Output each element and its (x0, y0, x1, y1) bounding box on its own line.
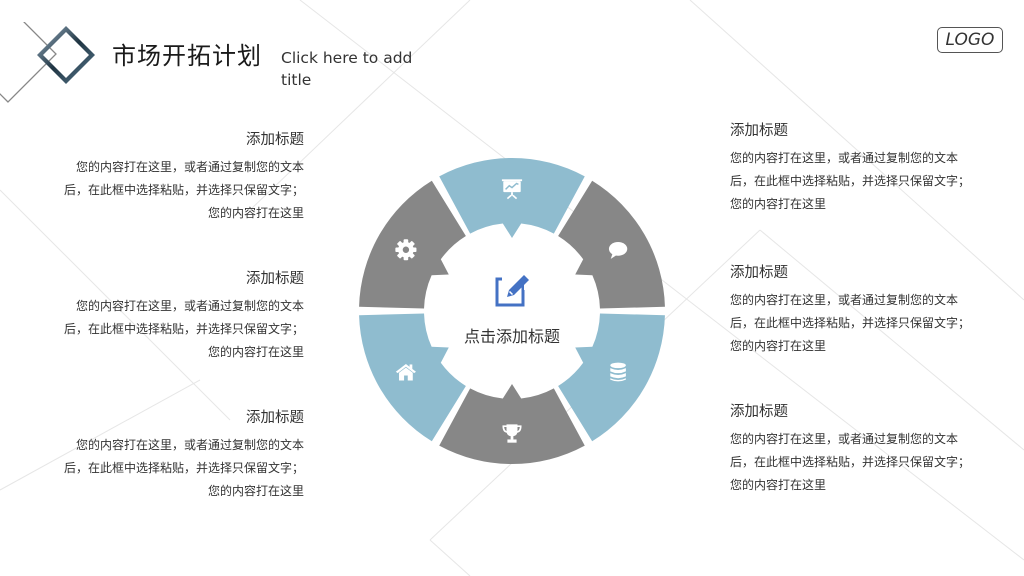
block-title[interactable]: 添加标题 (730, 123, 788, 139)
block-body[interactable]: 您的内容打在这里，或者通过复制您的文本后，在此框中选择粘贴，并选择只保留文字；您… (730, 293, 971, 353)
page-title: 市场开拓计划 (112, 42, 262, 70)
right-text-block-3: 添加标题 您的内容打在这里，或者通过复制您的文本后，在此框中选择粘贴，并选择只保… (730, 400, 970, 497)
block-title[interactable]: 添加标题 (730, 404, 788, 420)
logo: LOGO (937, 27, 1003, 53)
left-text-block-2: 添加标题 您的内容打在这里，或者通过复制您的文本后，在此框中选择粘贴，并选择只保… (64, 267, 304, 364)
wheel-segment-3[interactable] (558, 313, 665, 442)
right-text-block-2: 添加标题 您的内容打在这里，或者通过复制您的文本后，在此框中选择粘贴，并选择只保… (730, 261, 970, 358)
left-text-block-3: 添加标题 您的内容打在这里，或者通过复制您的文本后，在此框中选择粘贴，并选择只保… (64, 406, 304, 503)
block-body[interactable]: 您的内容打在这里，或者通过复制您的文本后，在此框中选择粘贴，并选择只保留文字；您… (64, 438, 305, 498)
edit-icon (495, 274, 534, 307)
wheel-segment-1[interactable] (439, 157, 585, 238)
block-title[interactable]: 添加标题 (246, 271, 304, 287)
block-body[interactable]: 您的内容打在这里，或者通过复制您的文本后，在此框中选择粘贴，并选择只保留文字；您… (730, 432, 971, 492)
block-title[interactable]: 添加标题 (730, 265, 788, 281)
block-body[interactable]: 您的内容打在这里，或者通过复制您的文本后，在此框中选择粘贴，并选择只保留文字；您… (64, 160, 305, 220)
page-subtitle[interactable]: Click here to add title (281, 49, 413, 89)
header-diamond-decoration (0, 22, 95, 103)
wheel-segment-4[interactable] (439, 384, 585, 465)
block-body[interactable]: 您的内容打在这里，或者通过复制您的文本后，在此框中选择粘贴，并选择只保留文字；您… (730, 151, 971, 211)
block-body[interactable]: 您的内容打在这里，或者通过复制您的文本后，在此框中选择粘贴，并选择只保留文字；您… (64, 299, 305, 359)
cycle-wheel (359, 157, 665, 465)
gear-icon (395, 239, 417, 261)
right-text-block-1: 添加标题 您的内容打在这里，或者通过复制您的文本后，在此框中选择粘贴，并选择只保… (730, 119, 970, 216)
center-title[interactable]: 点击添加标题 (463, 327, 560, 346)
block-title[interactable]: 添加标题 (246, 410, 304, 426)
left-text-block-1: 添加标题 您的内容打在这里，或者通过复制您的文本后，在此框中选择粘贴，并选择只保… (64, 128, 304, 225)
block-title[interactable]: 添加标题 (246, 132, 304, 148)
